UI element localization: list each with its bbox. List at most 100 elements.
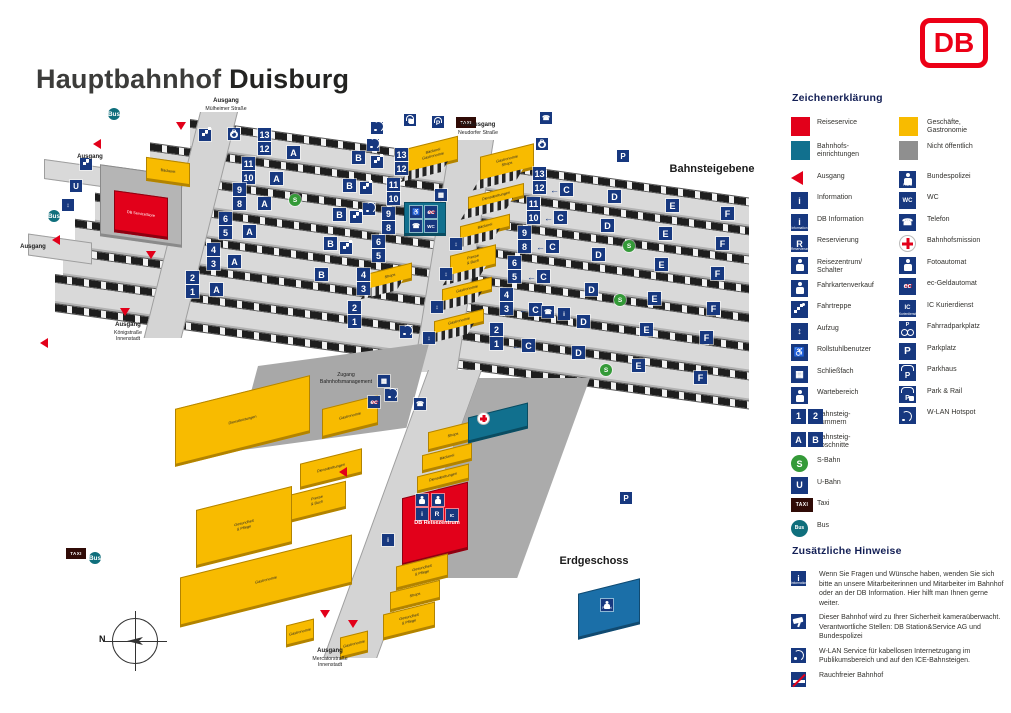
fotoautomat-icon: [899, 256, 916, 274]
wlan-icon-3-icon: [363, 203, 375, 215]
legend-icon-cell: [791, 279, 817, 297]
legend-item-ic-kurierdienst-label: IC Kurierdienst: [927, 301, 974, 309]
legend-item-aufzug: ↕Aufzug: [791, 322, 899, 340]
parkhaus-icon: P: [899, 364, 916, 381]
legend-icon-cell: i: [791, 192, 817, 209]
platform-section-badge: E: [659, 227, 672, 240]
platform-number-badge: 5: [372, 249, 385, 262]
platform-section-group: ←C: [550, 183, 573, 196]
ec-icon-wc-icon: ec: [425, 206, 437, 218]
legend-icon-cell: [791, 140, 817, 160]
platform-section-badge: A: [287, 146, 300, 159]
exit-arrow-icon: [52, 235, 60, 245]
legend-item-aufzug-label: Aufzug: [817, 324, 839, 332]
bundespolizei-icon: Polizei: [899, 170, 916, 188]
escalator-icon-b1-icon: [371, 156, 383, 168]
fahrradparkplatz-icon: P: [899, 321, 916, 338]
compass-circle: [103, 611, 167, 671]
platform-section-badge: D: [608, 190, 621, 203]
platform-number-badge: 6: [508, 256, 521, 269]
building-gesundheit-corridor-2-label: Gesundheit& Pflege: [399, 613, 419, 626]
escalator-icon-b2-icon: [360, 182, 372, 194]
legend-item-geschaefte-gastronomie-label: Geschäfte,Gastronomie: [927, 119, 968, 135]
level-label-bahnsteigebene: Bahnsteigebene: [669, 163, 755, 175]
building-gastronomie-mid-label: Gastronomie: [339, 411, 361, 421]
building-presse-buch-label: Presse& Buch: [310, 494, 324, 507]
info-icon-ground: i: [382, 534, 394, 546]
page-title-regular: Hauptbahnhof: [36, 64, 230, 95]
legend-item-bus-label: Bus: [817, 521, 830, 529]
platform-number-badge: 1: [490, 337, 503, 350]
legend-item-bahnhofseinrichtungen-label: Bahnhofs-einrichtungen: [817, 142, 860, 158]
legend-icon-cell: TAXI: [791, 498, 817, 513]
platform-section-group: ←C: [519, 303, 542, 316]
platform-section-badge: C: [560, 183, 573, 196]
platform-number-badge: 6: [219, 212, 232, 225]
legend-item-nicht-oeffentlich-label: Nicht öffentlich: [927, 142, 973, 150]
exit-arrow-icon: [40, 338, 48, 348]
platform-section-badge: C: [522, 339, 535, 352]
platform-number-badge: 1: [186, 285, 199, 298]
building-gastronomie-south-label: Gastronomie: [255, 575, 277, 585]
legend-icon-cell: [791, 170, 817, 185]
parkplatz-icon-ground: P: [620, 492, 632, 504]
platform-number-badge: 2: [490, 323, 503, 336]
legend-icon-cell: P: [899, 321, 927, 338]
locker-icon-2: ▦: [378, 375, 390, 387]
ic-kurier-icon-rz: IC: [446, 509, 458, 521]
bus-stop-west-icon-icon: Bus: [48, 210, 60, 222]
platform-section-group: ←C: [512, 339, 535, 352]
bike-parking-icon-nw-icon: P: [228, 128, 240, 140]
legend-item-wc-label: WC: [927, 194, 939, 201]
exit-west-upper: Ausgang: [77, 154, 103, 160]
legend-item-db-information-label: DB Information: [817, 215, 864, 223]
building-presse-buch: Presse& Buch: [288, 480, 346, 524]
legend-item-geschaefte-gastronomie: Geschäfte,Gastronomie: [899, 117, 1007, 136]
bike-parking-icon-ost-icon: P: [536, 138, 548, 150]
note-db-information-text: Wenn Sie Fragen und Wünsche haben, wende…: [819, 571, 1004, 607]
reiseservice-swatch: [791, 117, 810, 136]
platform-number-badge: 11: [527, 197, 540, 210]
platform-section-group: ←C: [527, 270, 550, 283]
direction-arrow-icon: ←: [544, 212, 553, 223]
legend-icon-cell: ↕: [791, 322, 817, 340]
platform-section-group: ←C: [544, 211, 567, 224]
building-shops-corridor-label: Shops: [447, 431, 459, 439]
platform-section-badge: B: [315, 268, 328, 281]
legend-icon-cell: [899, 256, 927, 274]
platform-section-badge: A: [270, 172, 283, 185]
direction-arrow-icon: ←: [519, 304, 528, 315]
legend-icon-cell: ☎: [899, 213, 927, 231]
platform-section-badge: F: [707, 302, 720, 315]
platform-number-badge: 10: [242, 171, 255, 184]
wlan-icon-4-icon: [400, 326, 412, 338]
platform-section-badge: C: [529, 303, 542, 316]
nicht-oeffentlich-swatch: [899, 140, 918, 160]
parkhaus-icon-top-icon: P: [432, 116, 444, 128]
note-camera: Dieser Bahnhof wird zu Ihrer Sicherheit …: [791, 613, 1008, 642]
bus-icon: Bus: [791, 519, 808, 537]
platform-section-group: ←C: [536, 240, 559, 253]
legend-item-bahnhofseinrichtungen: Bahnhofs-einrichtungen: [791, 140, 899, 160]
escalator-icon-west-icon: [80, 158, 92, 170]
person-icon-rz-1-icon: [416, 494, 428, 506]
ramp-gastronomie-3-label: Gastronomie: [448, 316, 470, 326]
elevator-icon-west: ↕: [62, 199, 74, 211]
platform-number-badge: 11: [387, 178, 400, 191]
direction-arrow-icon: ←: [536, 241, 545, 252]
platform-number-badge: 3: [500, 302, 513, 315]
platform-section-badge: B: [343, 179, 356, 192]
parkplatz: P: [899, 342, 916, 360]
wheelchair-icon-wc: ♿: [410, 206, 422, 218]
platform-number-badge: 5: [508, 270, 521, 283]
s-bahn-icon: S: [289, 194, 301, 206]
building-shops-corridor-2-label: Shops: [409, 591, 421, 599]
